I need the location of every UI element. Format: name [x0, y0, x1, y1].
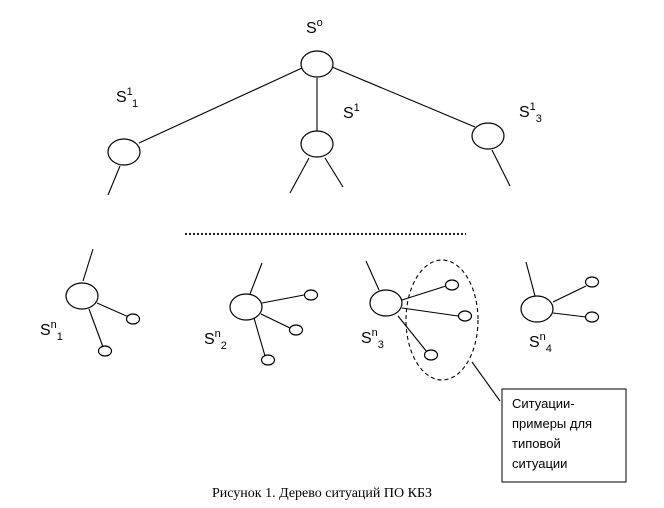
node-leaf1	[65, 282, 99, 310]
edge-leaf2-up	[249, 262, 263, 295]
label-middle: S1	[343, 102, 360, 122]
node-leaf3	[369, 289, 403, 317]
examples-group-outline	[405, 259, 479, 381]
edge-leaf1-up	[82, 248, 94, 282]
edge-leaf2-upper	[261, 294, 305, 304]
label-root: So	[306, 17, 323, 37]
example-node	[260, 354, 276, 366]
callout-pointer	[471, 361, 501, 402]
example-node	[288, 324, 304, 336]
example-node	[584, 311, 600, 323]
edge-leaf3-up	[365, 260, 380, 291]
figure-caption: Рисунок 1. Дерево ситуаций ПО КБЗ	[212, 486, 432, 501]
edge-leaf3-upper	[401, 285, 447, 301]
example-node	[97, 345, 113, 357]
edge-left-down	[107, 165, 121, 196]
example-node	[444, 279, 460, 291]
label-leaf1: Sn1	[40, 319, 63, 343]
node-leaf2	[229, 293, 263, 321]
callout-line-2: примеры для	[512, 416, 592, 431]
edge-middle-down-right	[324, 157, 344, 188]
edge-leaf1-right	[96, 302, 132, 319]
label-leaf3: Sn3	[361, 327, 384, 351]
callout-box	[501, 388, 627, 483]
edge-leaf4-lower	[552, 312, 587, 318]
example-node	[125, 313, 141, 325]
edge-leaf3-lower	[397, 315, 428, 353]
label-leaf2: Sn2	[204, 328, 227, 352]
callout-line-4: ситуации	[512, 456, 567, 471]
node-middle	[300, 130, 334, 158]
edge-leaf4-upper	[552, 285, 587, 303]
edge-middle-down-left	[289, 157, 310, 194]
node-left	[107, 138, 141, 166]
label-left: S11	[116, 86, 138, 110]
edge-leaf2-lower	[253, 317, 266, 357]
example-node	[303, 289, 319, 301]
example-node	[457, 310, 473, 322]
edge-root-left	[138, 67, 303, 144]
example-node	[423, 349, 439, 361]
example-node	[584, 276, 600, 288]
label-leaf4: Sn4	[529, 331, 552, 355]
node-root	[300, 50, 334, 78]
callout-line-1: Ситуации-	[512, 396, 575, 411]
edge-root-right	[331, 66, 476, 128]
callout-line-3: типовой	[512, 436, 561, 451]
edge-leaf4-up	[525, 261, 536, 297]
edge-leaf1-down	[88, 308, 104, 348]
edge-right-down	[491, 149, 511, 187]
edge-leaf2-middle	[260, 313, 291, 329]
label-right: S13	[519, 101, 542, 125]
node-leaf4	[520, 295, 554, 323]
node-right	[471, 122, 505, 150]
edge-leaf3-middle	[401, 307, 459, 317]
